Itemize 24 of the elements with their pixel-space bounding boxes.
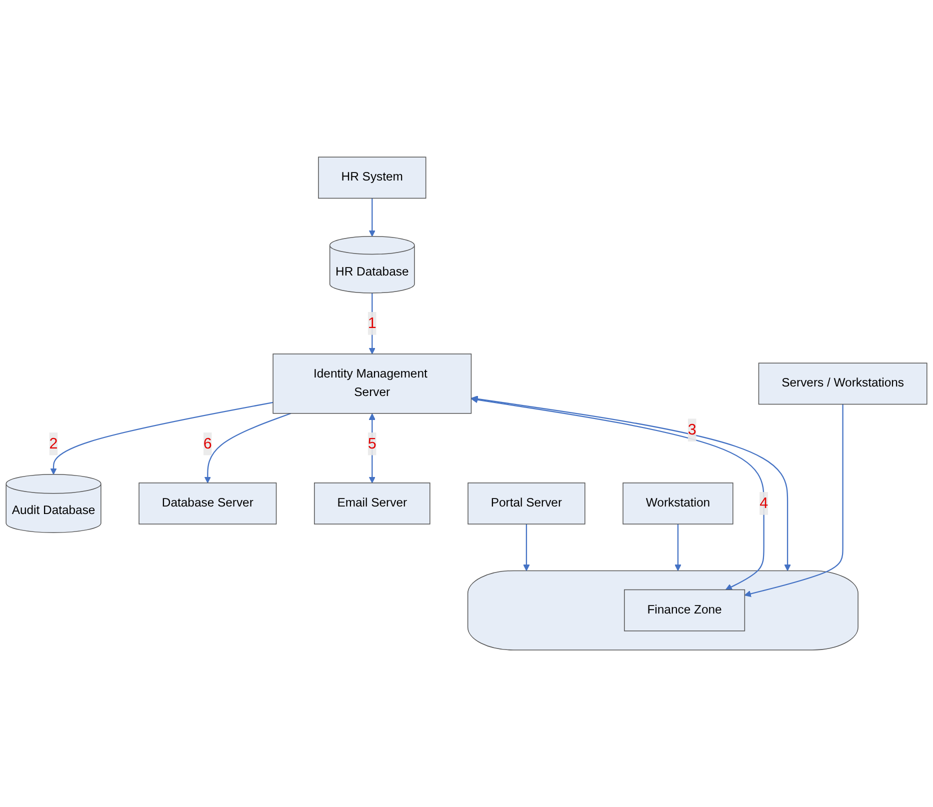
arrow	[368, 413, 376, 484]
arrow	[744, 404, 844, 598]
edge-label: 6	[203, 435, 212, 452]
edge-label: 3	[688, 422, 696, 438]
arrow	[50, 402, 274, 475]
node-box: Portal Server	[468, 482, 586, 524]
edge-label: 2	[49, 435, 58, 452]
arrow	[471, 396, 764, 590]
node-box: HR System	[318, 156, 426, 199]
cluster	[467, 570, 858, 650]
arrow	[471, 396, 791, 571]
node-box: Servers / Workstations	[758, 362, 928, 405]
edge-label: 4	[760, 495, 768, 512]
node-box: Database Server	[138, 482, 277, 524]
node-box: Workstation	[622, 482, 734, 524]
node-box: Finance Zone	[624, 589, 746, 632]
node-box: Email Server	[314, 482, 430, 524]
edge-label: 5	[368, 435, 376, 452]
node-box: Identity Management Server	[272, 354, 472, 414]
arrow	[204, 412, 292, 484]
edge-label: 1	[368, 315, 376, 332]
arrow	[523, 524, 530, 571]
arrow	[674, 524, 682, 571]
arrow	[368, 198, 376, 237]
